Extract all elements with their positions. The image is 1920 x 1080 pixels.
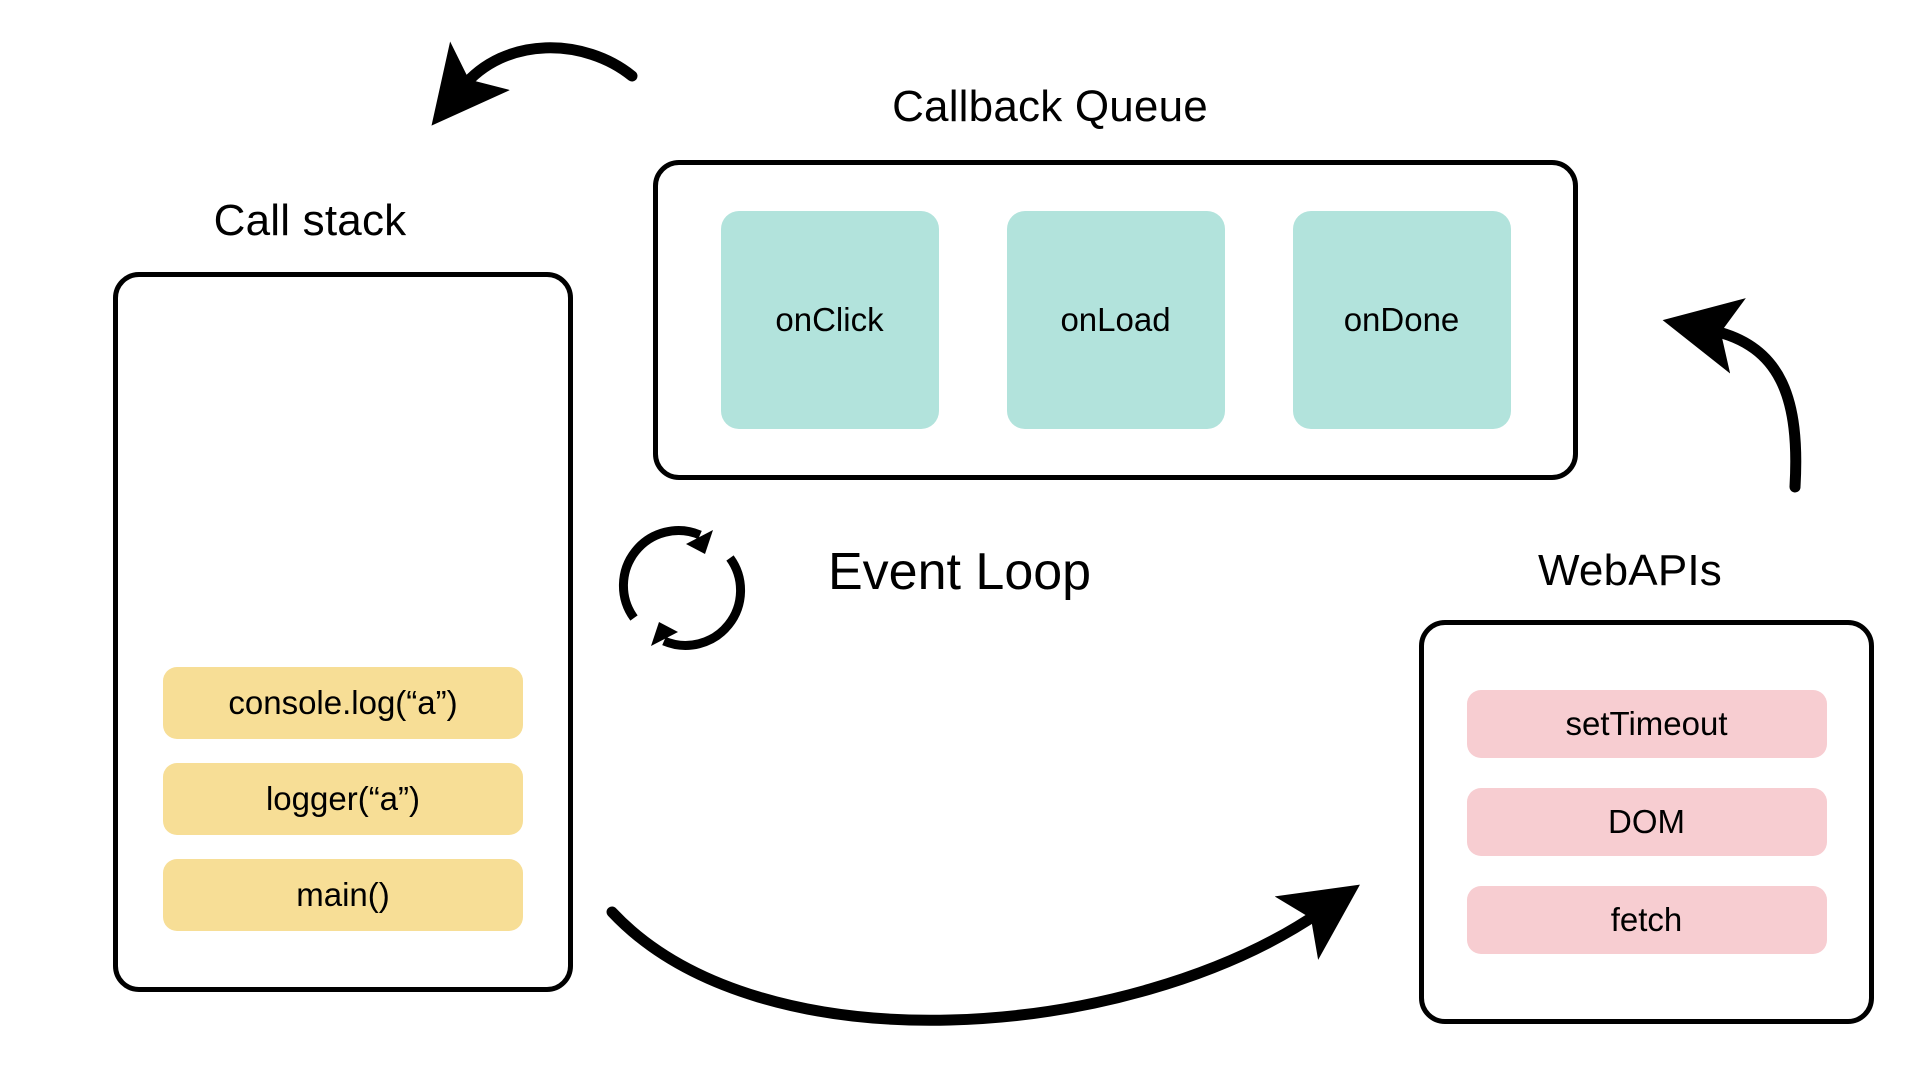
webapis-title: WebAPIs — [1538, 546, 1722, 595]
call-stack-frame[interactable]: console.log(“a”) — [163, 667, 523, 739]
callback-queue-item[interactable]: onClick — [720, 211, 939, 429]
callback-queue-item[interactable]: onDone — [1292, 211, 1511, 429]
webapis-item-list: setTimeout DOM fetch — [1424, 625, 1869, 1019]
call-stack-frame[interactable]: main() — [163, 859, 523, 931]
event-loop-label: Event Loop — [828, 543, 1092, 601]
webapis-to-callback-queue-arrow — [1662, 298, 1802, 493]
callback-queue-panel: onClick onLoad onDone — [653, 160, 1578, 480]
webapis-panel: setTimeout DOM fetch — [1419, 620, 1874, 1024]
call-stack-to-webapis-arrow — [606, 884, 1360, 1026]
webapis-item[interactable]: DOM — [1466, 788, 1827, 856]
call-stack-panel: console.log(“a”) logger(“a”) main() — [113, 272, 573, 992]
webapis-item[interactable]: fetch — [1466, 886, 1827, 954]
webapis-item[interactable]: setTimeout — [1466, 690, 1827, 758]
callback-queue-to-call-stack-arrow — [431, 41, 638, 126]
call-stack-frame[interactable]: logger(“a”) — [163, 763, 523, 835]
callback-queue-item[interactable]: onLoad — [1006, 211, 1225, 429]
call-stack-title: Call stack — [213, 196, 407, 245]
circular-loop-icon — [618, 526, 746, 650]
callback-queue-title: Callback Queue — [892, 82, 1208, 131]
callback-queue-item-list: onClick onLoad onDone — [658, 165, 1573, 475]
call-stack-frame-list: console.log(“a”) logger(“a”) main() — [118, 667, 568, 931]
